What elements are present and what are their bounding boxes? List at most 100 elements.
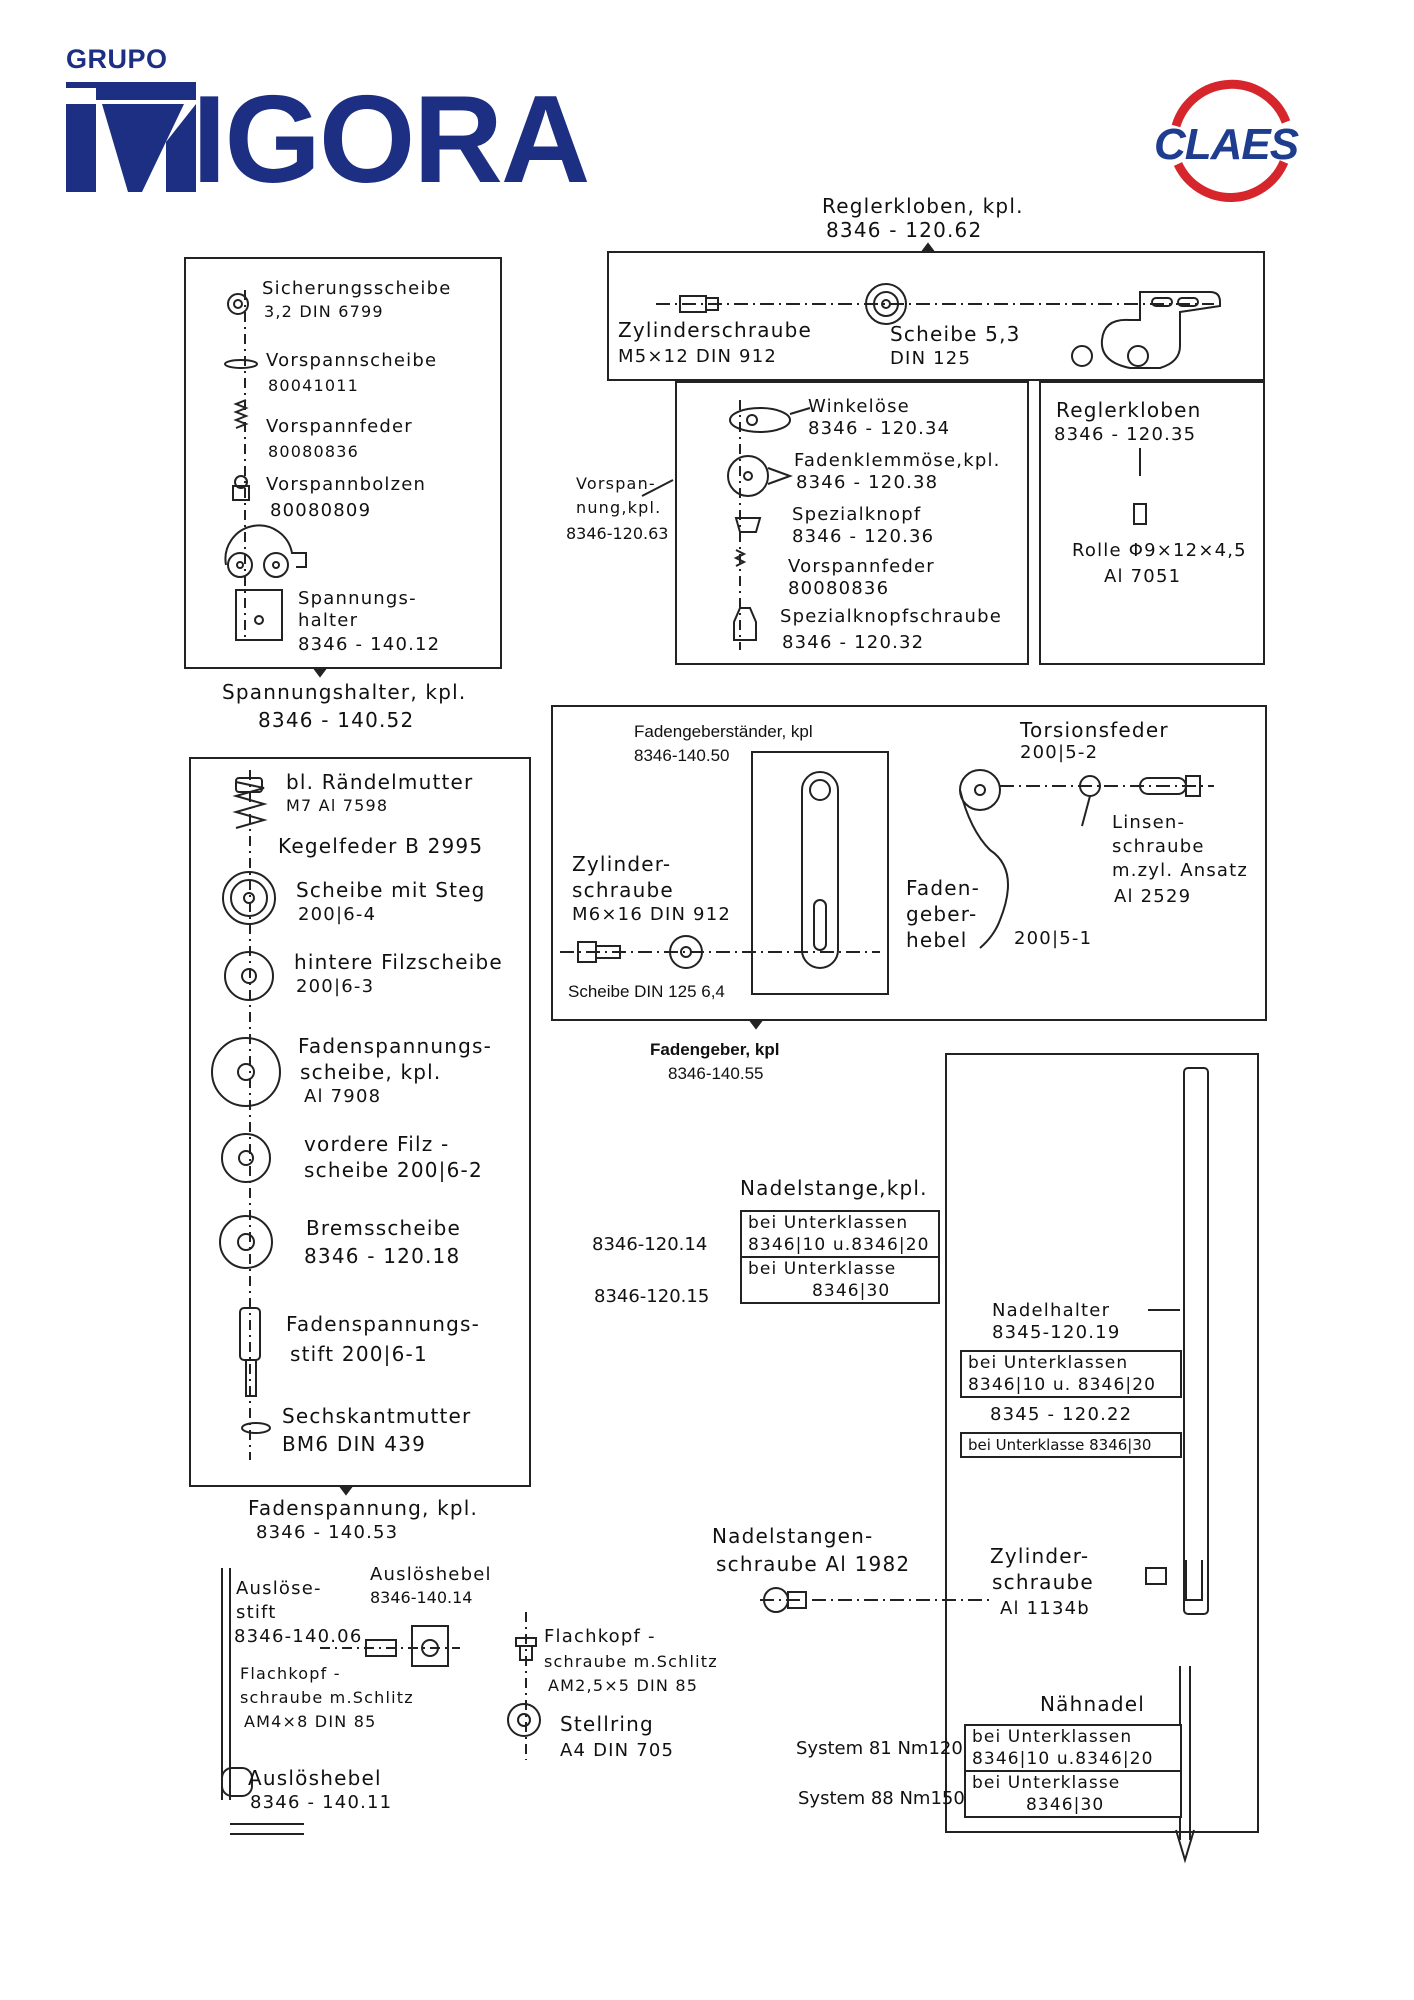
flachkopf-a-2: schraube m.Schlitz (240, 1688, 414, 1707)
system-row-2b: 8346|30 (1026, 1795, 1105, 1815)
claes-logo: CLAES (1150, 79, 1310, 202)
stellring-2: A4 DIN 705 (560, 1740, 675, 1761)
fg-caption: Fadengeber, kpl (650, 1040, 780, 1059)
fg-linsen-2: schraube (1112, 836, 1205, 857)
fg-hebel-2: geber- (906, 902, 978, 926)
vorspann-side-3: 8346-120.63 (566, 524, 669, 543)
sh-item-5a: Spannungs- (298, 588, 417, 609)
sh-item-5c: 8346 - 140.12 (298, 634, 441, 655)
ausloese-hebel-2: 8346 - 140.11 (250, 1792, 393, 1813)
ausloese-hebel-small-1: Auslöshebel (370, 1564, 492, 1585)
nadelhalter-title-2: 8345-120.19 (992, 1322, 1121, 1343)
nadelhalter-title-1: Nadelhalter (992, 1300, 1111, 1321)
sh-item-3a: Vorspannfeder (266, 416, 413, 437)
fs-item-3a: Scheibe mit Steg (296, 878, 486, 902)
nadelstange-row-1: bei Unterklassen 8346|10 u.8346|20 (742, 1212, 938, 1258)
nadelstange-row-2: bei Unterklasse 8346|30 (742, 1258, 938, 1302)
sh-item-2b: 80041011 (268, 376, 360, 395)
fs-item-5b: scheibe, kpl. (300, 1060, 442, 1084)
fs-item-3b: 200|6-4 (298, 904, 377, 925)
system-label-1: System 81 Nm120 (796, 1738, 963, 1759)
system-label-2: System 88 Nm150 (798, 1788, 965, 1809)
vorspann-item-4a: Vorspannfeder (788, 556, 935, 577)
sh-caption: Spannungshalter, kpl. (222, 680, 467, 704)
system-row-2: bei Unterklasse 8346|30 (966, 1772, 1180, 1816)
ausloese-stift-2: stift (236, 1602, 277, 1623)
fg-staender-1: Fadengeberständer, kpl (634, 722, 813, 741)
regler-rolle-2: Al 7051 (1104, 566, 1182, 587)
nadelhalter-row-2: bei Unterklasse 8346|30 (968, 1436, 1152, 1454)
nadelhalter-no-2: 8345 - 120.22 (990, 1404, 1133, 1425)
fs-item-4a: hintere Filzscheibe (294, 950, 503, 974)
system-row-1b: 8346|10 u.8346|20 (972, 1749, 1154, 1769)
nadelstange-title: Nadelstange,kpl. (740, 1176, 928, 1200)
sh-item-4a: Vorspannbolzen (266, 474, 427, 495)
nadelstange-no-2: 8346-120.15 (594, 1286, 710, 1307)
logo-group-text: GRUPO (66, 44, 168, 74)
vorspann-item-1a: Winkelöse (808, 396, 910, 417)
naehnadel-title: Nähnadel (1040, 1692, 1145, 1716)
fs-item-4b: 200|6-3 (296, 976, 375, 997)
fs-caption: Fadenspannung, kpl. (248, 1496, 479, 1520)
flachkopf-a-3: AM4×8 DIN 85 (244, 1712, 377, 1731)
nadelstange-row-2b: 8346|30 (812, 1281, 891, 1301)
vorspann-item-4b: 80080836 (788, 578, 890, 599)
sh-item-3b: 80080836 (268, 442, 360, 461)
fg-scheibe: Scheibe DIN 125 6,4 (568, 982, 725, 1001)
fg-staender-2: 8346-140.50 (634, 746, 730, 765)
fg-linsen-1: Linsen- (1112, 812, 1186, 833)
vorspann-side-1: Vorspan- (576, 474, 656, 493)
nadelstange-no-1: 8346-120.14 (592, 1234, 708, 1255)
nadelstange-table: bei Unterklassen 8346|10 u.8346|20 bei U… (740, 1210, 940, 1304)
fs-item-6a: vordere Filz - (304, 1132, 450, 1156)
fs-item-1a: bl. Rändelmutter (286, 770, 474, 794)
nadelstange-schraube-1: Nadelstangen- (712, 1524, 874, 1548)
nadelstange-row-2a: bei Unterklasse (748, 1259, 897, 1279)
system-row-1: bei Unterklassen 8346|10 u.8346|20 (966, 1726, 1180, 1772)
fg-hebel-no: 200|5-1 (1014, 928, 1093, 949)
system-table: bei Unterklassen 8346|10 u.8346|20 bei U… (964, 1724, 1182, 1818)
nadelstange-row-1a: bei Unterklassen (748, 1213, 909, 1233)
migora-m-icon (66, 82, 196, 192)
migora-logo: GRUPO IGORA (66, 44, 590, 202)
ausloese-hebel-small-2: 8346-140.14 (370, 1588, 473, 1607)
fs-item-1b: M7 Al 7598 (286, 796, 389, 815)
regler-scheibe-2: DIN 125 (890, 348, 972, 369)
flachkopf-b-2: schraube m.Schlitz (544, 1652, 718, 1671)
nadelstange-schraube-2: schraube Al 1982 (716, 1552, 911, 1576)
system-row-1a: bei Unterklassen (972, 1727, 1133, 1747)
fg-torsion-1: Torsionsfeder (1020, 718, 1169, 742)
nadel-zyl-3: Al 1134b (1000, 1598, 1090, 1619)
vorspann-item-5a: Spezialknopfschraube (780, 606, 1003, 627)
sh-item-1a: Sicherungsscheibe (262, 278, 452, 299)
fs-item-7b: 8346 - 120.18 (304, 1244, 461, 1268)
nadel-zyl-2: schraube (992, 1570, 1094, 1594)
nadelhalter-table: bei Unterklassen 8346|10 u. 8346|20 (960, 1350, 1182, 1398)
flachkopf-b-3: AM2,5×5 DIN 85 (548, 1676, 699, 1695)
nadelstange-row-1b: 8346|10 u.8346|20 (748, 1235, 930, 1255)
flachkopf-a-1: Flachkopf - (240, 1664, 341, 1683)
fg-zyl-1: Zylinder- (572, 852, 672, 876)
system-row-2a: bei Unterklasse (972, 1773, 1121, 1793)
logo-name-text: IGORA (192, 71, 590, 209)
claes-text: CLAES (1154, 120, 1299, 169)
vorspann-item-2b: 8346 - 120.38 (796, 472, 939, 493)
claes-ring-icon (1171, 79, 1291, 202)
nadelhalter-row-1: bei Unterklassen 8346|10 u. 8346|20 (962, 1352, 1180, 1396)
fs-item-9a: Sechskantmutter (282, 1404, 472, 1428)
vorspann-item-1b: 8346 - 120.34 (808, 418, 951, 439)
regler-title: Reglerkloben, kpl. (822, 194, 1024, 218)
ausloese-hebel-1: Auslöshebel (248, 1766, 382, 1790)
fg-linsen-4: Al 2529 (1114, 886, 1192, 907)
fs-item-8a: Fadenspannungs- (286, 1312, 481, 1336)
vorspann-side-2: nung,kpl. (576, 498, 662, 517)
fs-item-7a: Bremsscheibe (306, 1216, 462, 1240)
sh-item-1b: 3,2 DIN 6799 (264, 302, 384, 321)
sh-item-2a: Vorspannscheibe (266, 350, 438, 371)
ausloese-stift-3: 8346-140.06 (234, 1626, 363, 1647)
fg-hebel-1: Faden- (906, 876, 981, 900)
sh-item-4b: 80080809 (270, 500, 372, 521)
sh-item-5b: halter (298, 610, 359, 631)
fs-item-6b: scheibe 200|6-2 (304, 1158, 483, 1182)
fg-caption-no: 8346-140.55 (668, 1064, 764, 1083)
